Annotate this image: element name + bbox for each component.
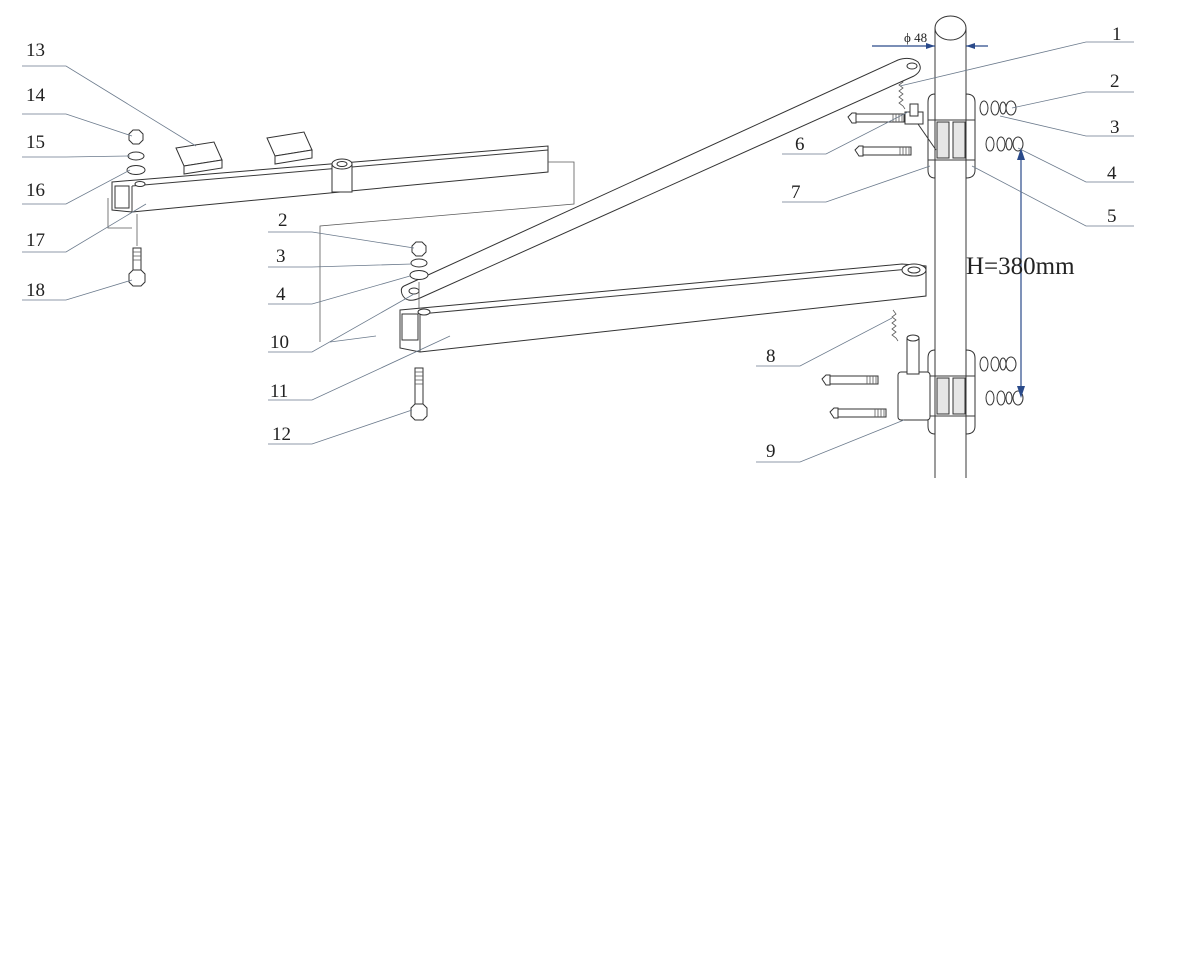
rail-washer-stack <box>126 129 146 175</box>
label-16: 16 <box>26 180 45 201</box>
assembly-guides <box>107 161 575 342</box>
upper-bolts <box>847 112 912 157</box>
leader-lines <box>22 41 1134 463</box>
height-dimension: H=380mm <box>966 148 1075 398</box>
label-13: 13 <box>26 40 45 61</box>
label-8: 8 <box>766 346 776 367</box>
bolt-18 <box>128 214 146 287</box>
lower-clamp <box>897 334 976 435</box>
height-label: H=380mm <box>966 253 1075 280</box>
upper-washers-nuts <box>979 100 1024 152</box>
upper-clamp <box>904 93 976 179</box>
label-14: 14 <box>26 85 46 106</box>
label-3-arm: 3 <box>276 246 286 267</box>
bolt-12 <box>410 367 428 421</box>
diameter-label: ϕ 48 <box>904 30 927 45</box>
label-2-arm: 2 <box>278 210 288 231</box>
label-7: 7 <box>791 182 801 203</box>
label-18: 18 <box>26 280 45 301</box>
part-number-labels: 1 2 3 4 5 6 7 8 9 10 11 12 13 14 15 16 1… <box>26 24 1122 462</box>
lower-bolts <box>821 374 887 419</box>
label-17: 17 <box>26 230 45 251</box>
label-4-arm: 4 <box>276 284 286 305</box>
label-11: 11 <box>270 381 288 402</box>
label-6: 6 <box>795 134 805 155</box>
label-5: 5 <box>1107 206 1117 227</box>
spring-lower <box>891 309 899 342</box>
label-15: 15 <box>26 132 45 153</box>
lower-washers-nuts <box>979 356 1024 406</box>
arm-washer-stack <box>409 241 429 308</box>
label-2: 2 <box>1110 71 1120 92</box>
label-1: 1 <box>1112 24 1122 45</box>
label-3: 3 <box>1110 117 1120 138</box>
top-rail <box>111 145 549 213</box>
label-12: 12 <box>272 424 291 445</box>
label-4: 4 <box>1107 163 1117 184</box>
spring-upper <box>898 77 906 110</box>
label-9: 9 <box>766 441 776 462</box>
diameter-dimension: ϕ 48 <box>872 30 988 49</box>
label-10: 10 <box>270 332 289 353</box>
lower-arm <box>399 263 927 353</box>
diagonal-brace <box>400 57 921 301</box>
slide-pads <box>175 131 313 175</box>
